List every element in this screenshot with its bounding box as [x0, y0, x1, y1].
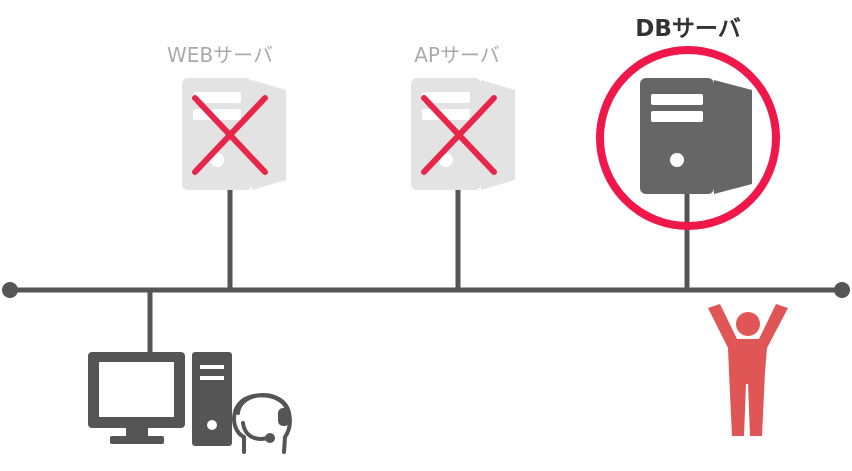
server-icon: [182, 78, 286, 190]
desktop-computer-icon: [88, 352, 232, 446]
connector-lines: [147, 190, 690, 358]
network-backbone: [2, 282, 850, 298]
operator-headset-icon: [232, 393, 292, 454]
person-cheering-icon: [708, 304, 788, 436]
cross-icon: [421, 95, 497, 175]
highlight-ring: [596, 46, 780, 230]
ap-server-label: APサーバ: [414, 43, 500, 67]
db-server: DBサーバ: [596, 16, 780, 230]
client-workstation: [88, 352, 292, 454]
server-icon: [640, 78, 752, 194]
ap-server: APサーバ: [411, 43, 515, 190]
cross-icon: [192, 95, 268, 175]
web-server-label: WEBサーバ: [167, 43, 273, 67]
db-server-label: DBサーバ: [635, 16, 740, 42]
web-server: WEBサーバ: [167, 43, 286, 190]
